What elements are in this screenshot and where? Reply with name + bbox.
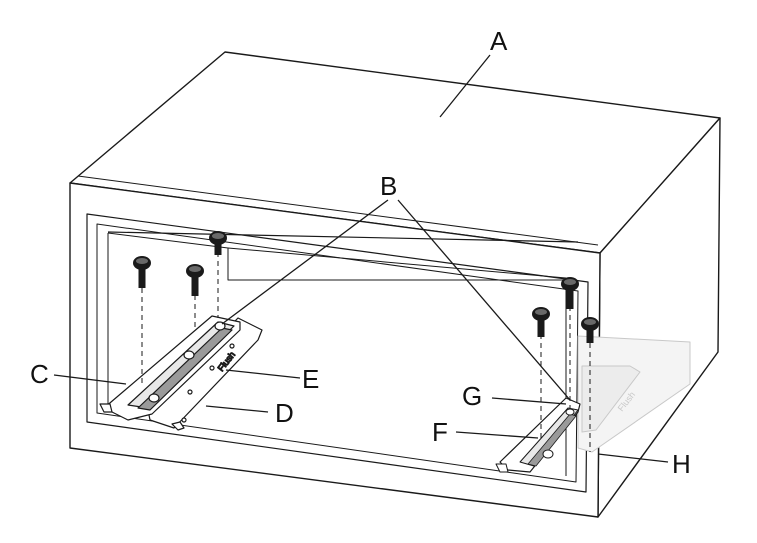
leader-h — [597, 453, 669, 463]
right-rail-screw-hole — [565, 408, 575, 416]
right-slide-rail-inner — [527, 413, 577, 467]
left-plate-hole — [187, 389, 193, 395]
screws — [133, 231, 599, 343]
left-rail-screw-hole — [148, 393, 160, 403]
screw — [133, 256, 151, 288]
leader-b-right — [397, 199, 571, 401]
callout-a: A — [490, 26, 508, 56]
leader-d — [205, 405, 269, 413]
leader-e — [225, 369, 301, 379]
leader-b-left — [221, 199, 389, 325]
cabinet-top-edge-inner — [77, 175, 599, 246]
left-plate-hole — [209, 365, 215, 371]
left-rail-screw-hole — [183, 350, 195, 360]
cabinet — [69, 51, 721, 518]
screw — [561, 277, 579, 309]
screw — [581, 317, 599, 343]
callout-e: E — [302, 364, 319, 394]
callout-b: B — [380, 171, 397, 201]
callout-f: F — [432, 417, 448, 447]
leader-a — [439, 54, 491, 118]
cabinet-opening-outer — [86, 213, 589, 493]
cabinet-back-rail — [227, 247, 567, 279]
callouts: A B C D E F G H — [30, 26, 691, 479]
right-rail-tab — [495, 463, 509, 473]
screw — [209, 231, 227, 255]
left-rail-tab — [99, 403, 113, 413]
callout-c: C — [30, 359, 49, 389]
right-outer-plate-faint — [577, 335, 691, 453]
left-plate-hole — [181, 417, 187, 423]
left-slide-assembly: Flush — [99, 315, 263, 431]
right-rail-screw-hole — [542, 449, 554, 459]
leader-c — [53, 374, 127, 385]
callout-h: H — [672, 449, 691, 479]
callout-d: D — [275, 398, 294, 428]
left-plate-hole — [229, 343, 235, 349]
leader-lines — [53, 54, 669, 463]
right-slide-assembly: Flush — [495, 335, 691, 473]
right-outer-rail-faint — [581, 365, 641, 433]
leader-g — [491, 397, 567, 405]
callout-g: G — [462, 381, 482, 411]
cabinet-back-ceiling — [107, 231, 579, 243]
screw — [532, 307, 550, 337]
left-plate-tab — [171, 421, 185, 431]
cabinet-opening-inner — [96, 223, 579, 483]
leader-f — [455, 431, 539, 439]
screw-guides — [141, 252, 591, 452]
screw — [186, 264, 204, 296]
